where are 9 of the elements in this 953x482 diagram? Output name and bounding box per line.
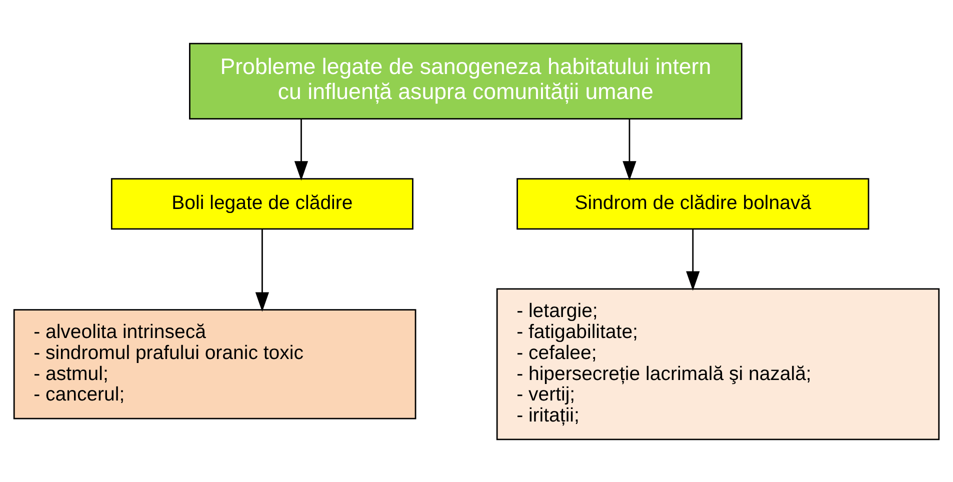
node-box: - letargie; - fatigabilitate; - cefalee; - hipersecreție lacrimală şi nazală; - vertij; - iritații; [496, 288, 940, 440]
node-box: Probleme legate de sanogeneza habitatului intern cu influență asupra comunității umane [189, 42, 742, 120]
node-box: Sindrom de clădire bolnavă [516, 178, 870, 230]
node-box: Boli legate de clădire [110, 178, 414, 230]
node-box: - alveolita intrinsecă - sindromul prafului oranic toxic - astmul; - cancerul; [13, 308, 416, 419]
arrow [622, 118, 636, 180]
arrow [255, 228, 270, 312]
arrow [686, 228, 700, 290]
arrow [294, 118, 308, 180]
